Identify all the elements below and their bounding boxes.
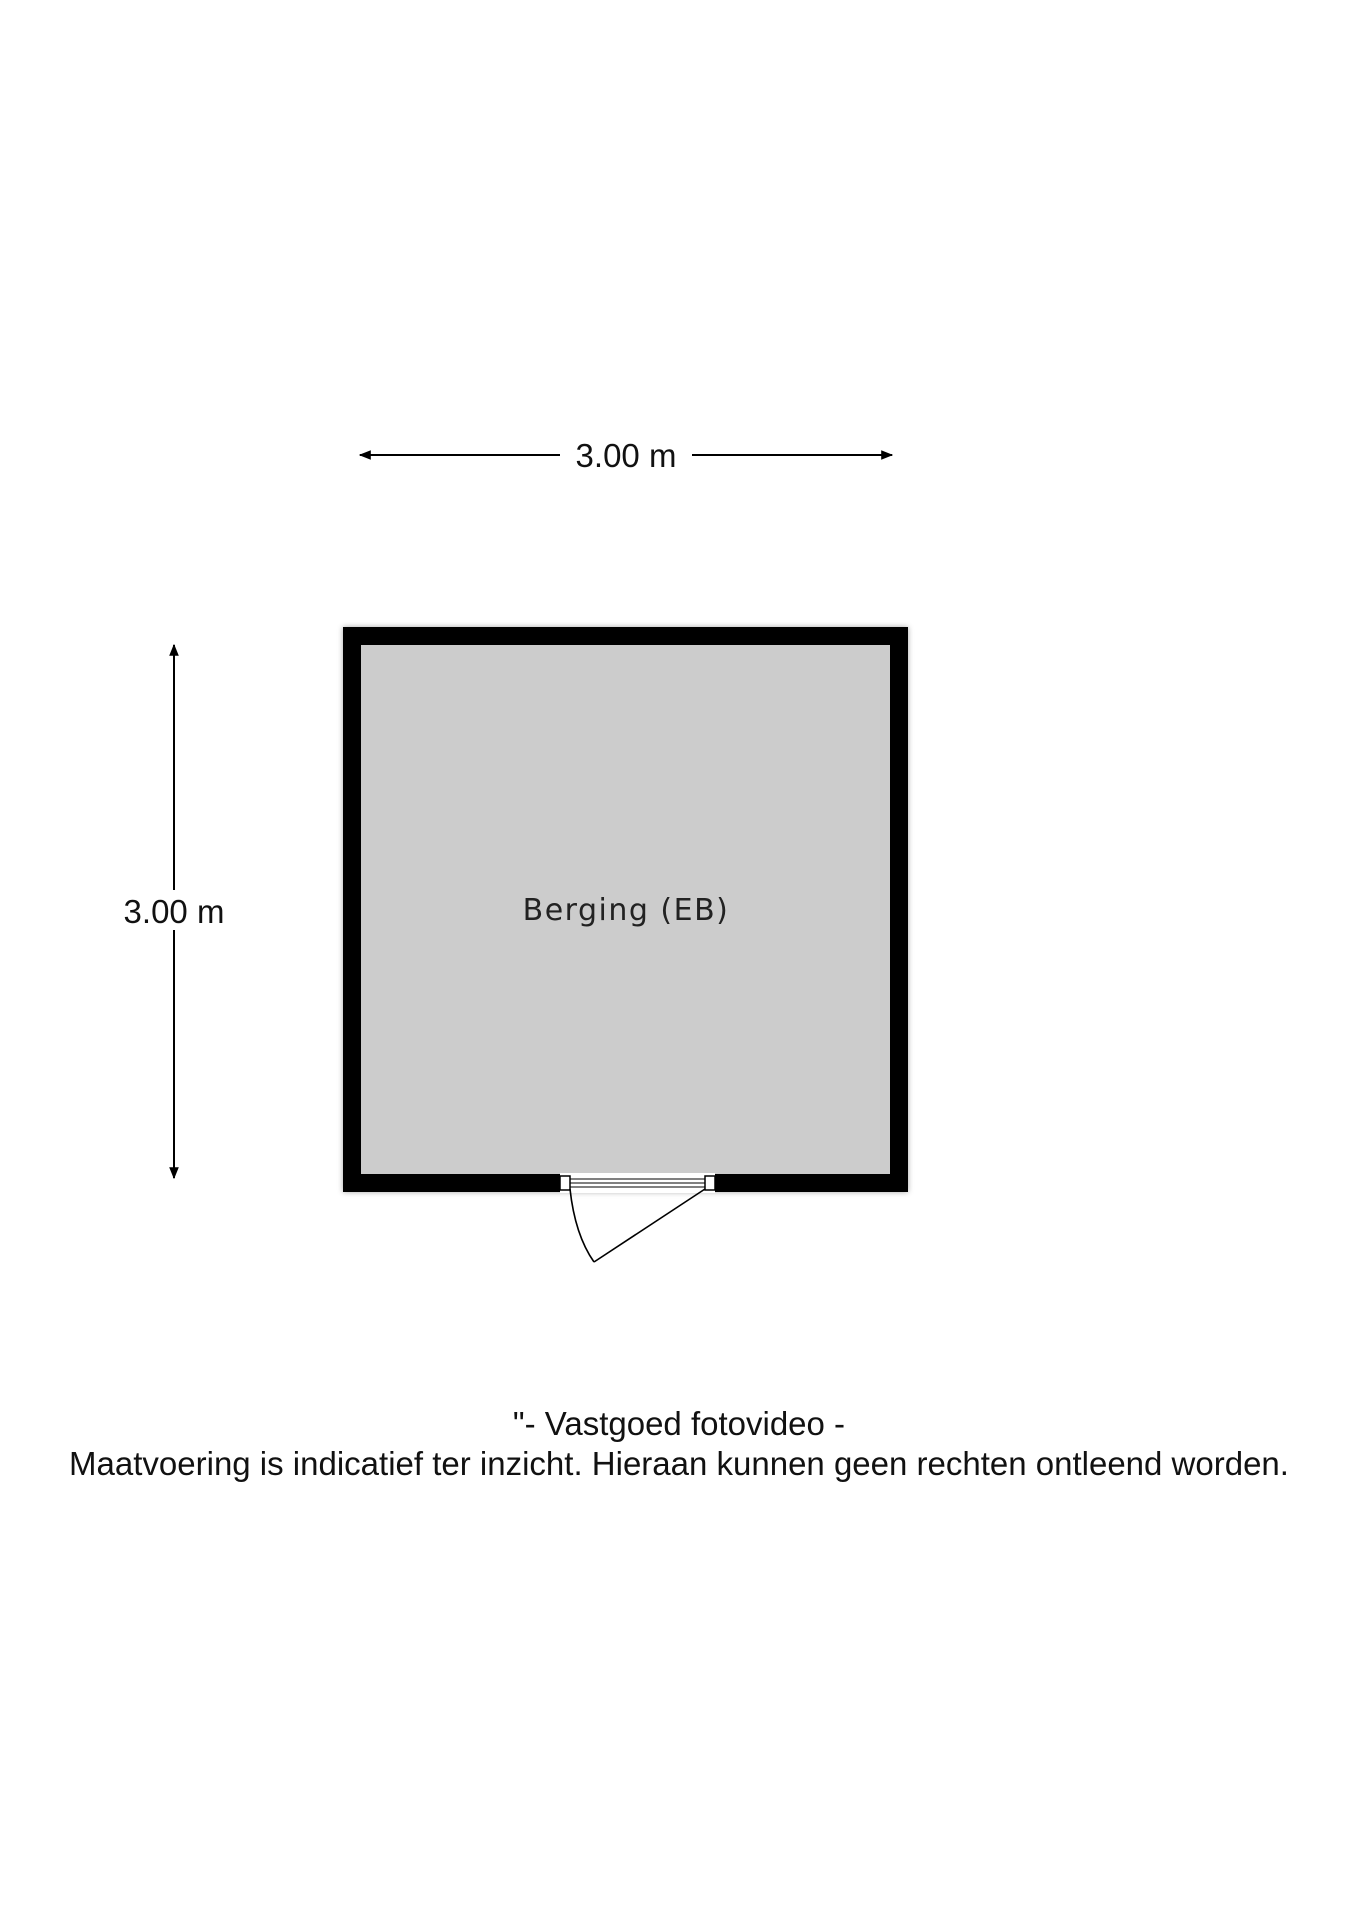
door-leaf bbox=[593, 1188, 706, 1263]
door bbox=[559, 1173, 716, 1263]
height-dimension-label: 3.00 m bbox=[124, 893, 225, 930]
room-berging: Berging (EB) bbox=[343, 627, 908, 1192]
height-dimension: 3.00 m bbox=[118, 643, 230, 1180]
room-floor bbox=[361, 645, 890, 1174]
footer-disclaimer: Maatvoering is indicatief ter inzicht. H… bbox=[69, 1445, 1289, 1482]
width-dimension: 3.00 m bbox=[358, 437, 894, 474]
door-jamb-right bbox=[704, 1175, 716, 1191]
room-label: Berging (EB) bbox=[523, 893, 730, 928]
door-swing-arc bbox=[569, 1188, 595, 1263]
door-jamb-left bbox=[559, 1175, 571, 1191]
footer-credit: "- Vastgoed fotovideo - bbox=[512, 1405, 846, 1442]
width-dimension-label: 3.00 m bbox=[576, 437, 677, 474]
